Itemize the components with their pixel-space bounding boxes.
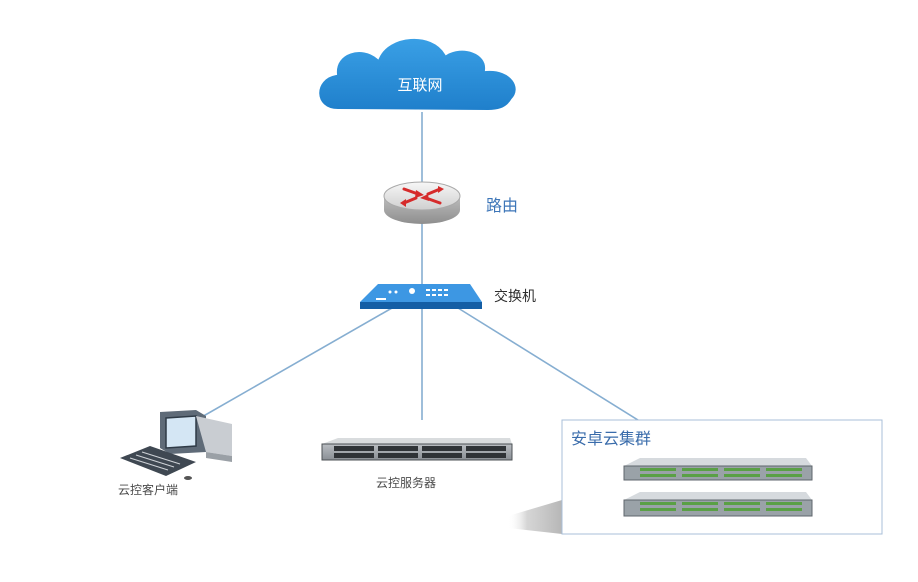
cluster-label: 安卓云集群 <box>571 429 652 448</box>
link-switch-cluster <box>457 307 639 421</box>
switch-icon <box>360 284 482 309</box>
router-icon <box>383 181 461 224</box>
cluster-server-bottom-icon <box>623 492 813 517</box>
control-server-icon <box>321 438 513 461</box>
internet-cloud-icon <box>317 37 518 113</box>
server-label: 云控服务器 <box>376 476 437 490</box>
connection-links <box>199 112 639 421</box>
client-label: 云控客户端 <box>118 483 179 497</box>
client-computer-icon <box>120 410 232 480</box>
internet-label: 互联网 <box>397 76 443 94</box>
cluster-server-top-icon <box>623 458 813 481</box>
switch-label: 交换机 <box>494 289 536 305</box>
router-label: 路由 <box>486 196 519 215</box>
link-switch-client <box>199 307 393 419</box>
